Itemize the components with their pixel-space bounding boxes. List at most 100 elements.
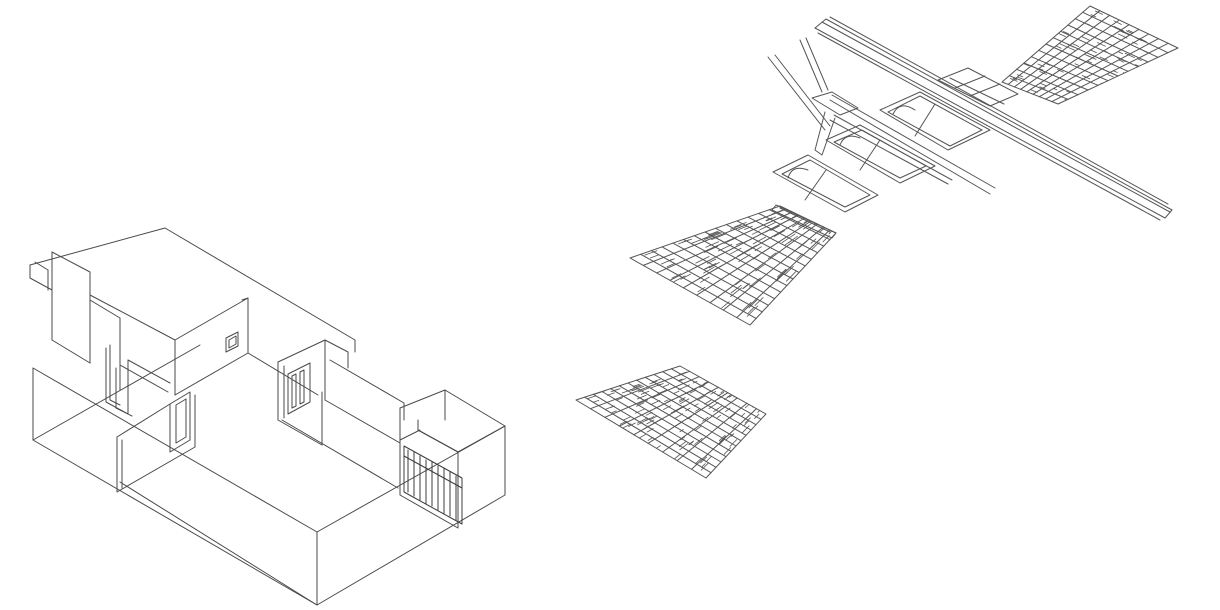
panel-grid-line xyxy=(718,434,726,442)
panel-grid-line xyxy=(605,405,614,410)
panel-grid-line xyxy=(730,433,735,437)
panel-grid-line xyxy=(725,433,733,441)
panel-grid-line xyxy=(644,250,658,256)
panel-grid-line xyxy=(723,237,737,244)
panel-grid-line xyxy=(592,399,600,403)
panel-grid-line xyxy=(754,297,764,306)
panel-grid-line xyxy=(674,453,681,459)
panel-grid-line xyxy=(647,392,729,444)
panel-grid-line xyxy=(752,254,760,260)
panel-grid-line xyxy=(766,216,777,222)
panel-grid-line xyxy=(770,225,780,231)
panel-grid-line xyxy=(688,440,694,446)
strip-rail xyxy=(829,94,996,195)
panel-grid-line xyxy=(747,216,819,254)
panel-grid-line xyxy=(742,301,752,311)
panel-grid-line xyxy=(1067,24,1149,63)
panel-grid-line xyxy=(1081,75,1087,78)
panel-grid-line xyxy=(708,401,719,409)
support-posts xyxy=(767,37,859,156)
panel-grid-line xyxy=(631,385,645,392)
panel-grid-line xyxy=(703,381,709,385)
panel-grid-line xyxy=(1066,90,1070,93)
panel-grid-line xyxy=(666,263,675,268)
panel-grid-line xyxy=(1089,49,1097,54)
panel-grid-line xyxy=(1030,56,1099,86)
panel-grid-line xyxy=(662,397,738,453)
panel-grid-line xyxy=(740,412,745,417)
panel-grid-line xyxy=(755,263,766,272)
panel-grid-line xyxy=(1087,60,1092,64)
panel-grid-line xyxy=(717,244,733,252)
panel-grid-line xyxy=(589,370,691,410)
window-panel-3 xyxy=(879,91,991,151)
panel-grid-line xyxy=(586,395,597,400)
panel-grid-line xyxy=(683,238,782,293)
panel-grid-line xyxy=(674,413,684,419)
panel-grid-line xyxy=(1038,49,1109,82)
panel-grid-line xyxy=(1124,52,1135,58)
panel-grid-line xyxy=(667,399,673,403)
panel-grid-line xyxy=(730,287,743,297)
panel-grid-line xyxy=(651,378,661,383)
panel-grid-line xyxy=(746,305,759,317)
panel-grid-line xyxy=(592,393,717,468)
panel-grid-line xyxy=(748,307,755,314)
panel-grid-line xyxy=(733,396,735,398)
front-right-volume xyxy=(399,389,506,529)
panel-grid-line xyxy=(664,399,669,403)
panel-grid-line xyxy=(695,408,700,412)
panel-grid-line xyxy=(732,424,737,429)
panel-grid-line xyxy=(672,242,776,300)
panel-grid-line xyxy=(765,224,781,233)
panel-grid-line xyxy=(729,412,736,419)
panel-grid-line xyxy=(649,254,659,259)
floor-slab xyxy=(32,344,506,606)
panel-grid-line xyxy=(1037,63,1045,68)
panel-grid-line xyxy=(1127,29,1134,34)
panel-grid-line xyxy=(711,233,727,241)
panel-grid-line xyxy=(637,419,648,426)
panel-grid-line xyxy=(1040,83,1047,86)
panel-grid-line xyxy=(777,269,787,279)
panel-grid-line xyxy=(1052,87,1058,91)
panel-grid-line xyxy=(828,230,833,235)
panel-grid-line xyxy=(712,264,724,272)
panel-grid-line xyxy=(1016,68,1079,96)
room-wireframe xyxy=(29,227,506,606)
panel-grid-line xyxy=(784,239,792,246)
panel-grid-line xyxy=(773,230,785,237)
panel-grid-line xyxy=(642,208,787,266)
panel-grid-line xyxy=(638,433,647,439)
panel-grid-line xyxy=(1039,68,1044,71)
panel-grid-line xyxy=(705,455,712,463)
panel-grid-line xyxy=(1058,33,1066,37)
panel-grid-line xyxy=(674,421,683,427)
panel-grid-line xyxy=(636,402,645,407)
panel-grid-line xyxy=(1125,30,1133,34)
panel-grid-line xyxy=(768,252,777,259)
panel-grid-line xyxy=(741,425,750,434)
panel-grid-line xyxy=(780,216,787,221)
panel-grid-line xyxy=(679,398,690,405)
panel-grid-line xyxy=(676,402,748,462)
panel-grid-line xyxy=(814,222,816,225)
panel-grid-line xyxy=(752,236,767,245)
window-panel-1 xyxy=(772,154,879,213)
panel-grid-line xyxy=(644,376,747,436)
panel-grid-line xyxy=(1113,25,1124,32)
panel-grid-line xyxy=(708,231,720,237)
panel-grid-line xyxy=(694,437,703,445)
exploded-components xyxy=(575,5,1179,479)
panel-grid-line xyxy=(822,234,830,243)
panel-grid-line xyxy=(748,299,758,309)
panel-grid-line xyxy=(697,270,713,280)
panel-grid-line xyxy=(650,250,763,313)
panel-grid-line xyxy=(689,389,697,394)
panel-grid-line xyxy=(661,246,769,306)
panel-grid-line xyxy=(673,275,686,283)
panel-grid-line xyxy=(704,399,712,405)
panel-grid-line xyxy=(657,389,667,395)
panel-grid-line xyxy=(725,407,731,413)
